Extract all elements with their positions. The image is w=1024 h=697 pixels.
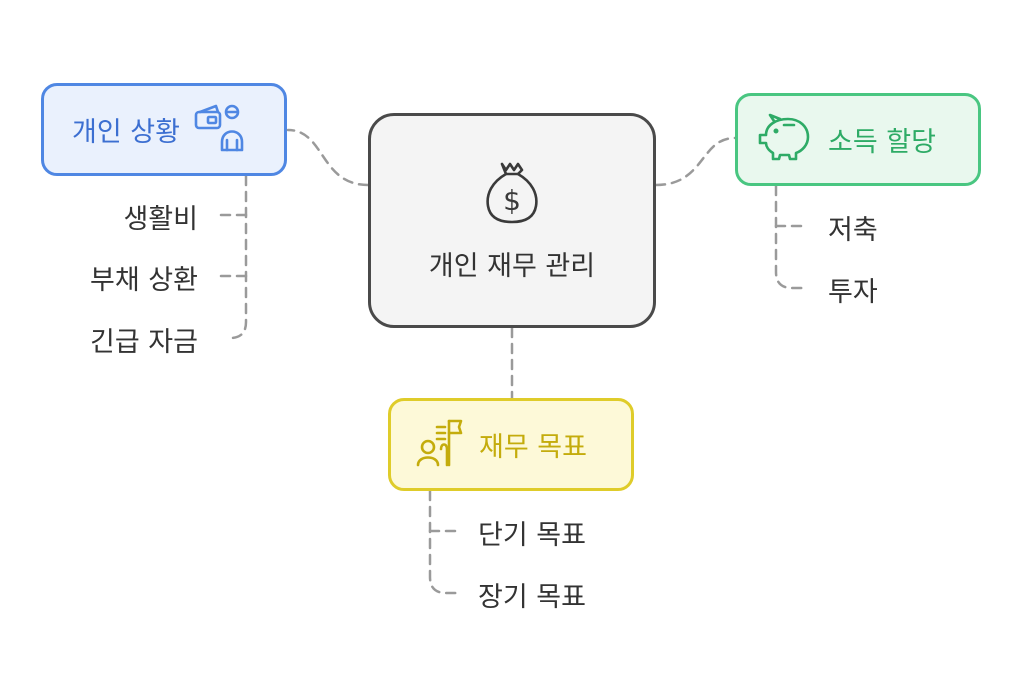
leaf-living-expenses: 생활비	[123, 204, 198, 235]
center-label: 개인 재무 관리	[428, 251, 596, 282]
center-node[interactable]: $ 개인 재무 관리	[368, 113, 656, 328]
wallet-person-icon	[194, 102, 246, 158]
leaf-short-term-goals: 단기 목표	[478, 520, 586, 551]
branch-personal-situation[interactable]: 개인 상황	[41, 83, 287, 176]
leaf-long-term-goals: 장기 목표	[478, 582, 586, 613]
piggy-bank-icon	[756, 113, 814, 167]
connector-goals-leaves	[428, 489, 464, 595]
svg-text:$: $	[503, 184, 521, 217]
connector-personal-leaves	[228, 174, 248, 340]
leaf-savings: 저축	[828, 215, 878, 246]
branch-income-label: 소득 할당	[828, 127, 936, 158]
leaf-emergency-fund: 긴급 자금	[90, 327, 198, 358]
leaf-investment: 투자	[828, 277, 878, 308]
connector-center-income	[654, 136, 737, 187]
money-bag-icon: $	[480, 158, 544, 230]
branch-goals-label: 재무 목표	[479, 432, 587, 463]
connector-income-leaves	[774, 184, 808, 290]
branch-income-allocation[interactable]: 소득 할당	[735, 93, 981, 186]
leaf-debt-repayment: 부채 상환	[90, 265, 198, 296]
branch-personal-label: 개인 상황	[72, 117, 180, 148]
branch-financial-goals[interactable]: 재무 목표	[388, 398, 634, 491]
connector-center-personal	[286, 128, 370, 187]
goal-flag-person-icon	[415, 417, 465, 473]
